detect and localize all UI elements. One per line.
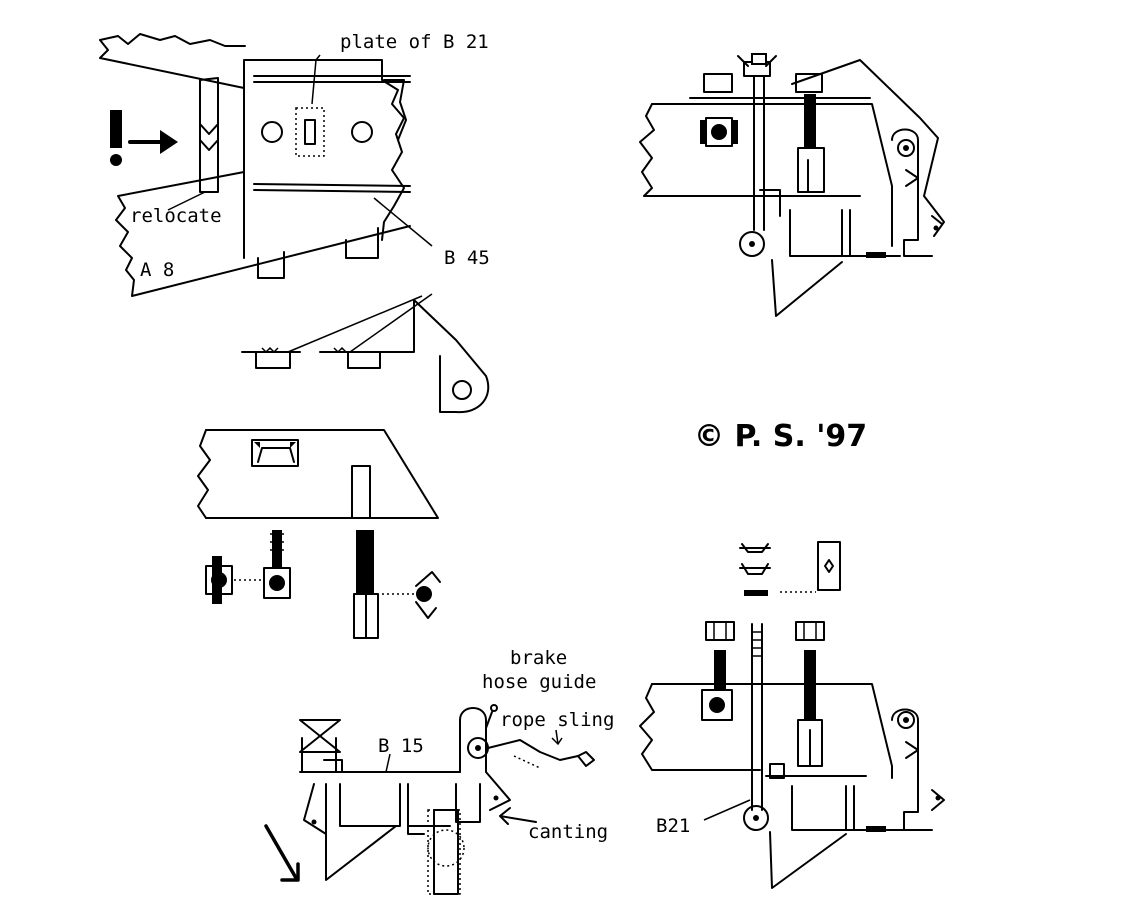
middle-left-frame	[197, 429, 441, 639]
plate-b21-outline	[295, 107, 325, 157]
label-plate-of-b21: plate of B 21	[340, 31, 489, 53]
label-b21: B21	[656, 815, 690, 837]
label-b45: B 45	[444, 247, 490, 269]
b45-detail	[241, 293, 490, 414]
label-a8: A 8	[140, 259, 174, 281]
label-relocate: relocate	[130, 205, 222, 227]
attention-icon	[110, 110, 122, 148]
label-b15: B 15	[378, 735, 424, 757]
label-canting: canting	[528, 821, 608, 843]
label-brake: brake	[510, 647, 567, 669]
hole-right	[351, 121, 373, 143]
label-rope-sling: rope sling	[500, 709, 614, 731]
bottom-left-assembly	[264, 704, 595, 895]
copyright-text: © P. S. '97	[694, 419, 867, 454]
relocate-bracket	[199, 77, 219, 193]
top-right-assembly	[639, 53, 945, 317]
label-hose-guide: hose guide	[482, 671, 596, 693]
arrow-right-icon	[160, 130, 178, 154]
hole	[452, 380, 472, 400]
bottom-right-assembly	[639, 541, 945, 889]
hole-left	[261, 121, 283, 143]
top-left-frame-view	[99, 33, 433, 297]
copyright-notice: © P. S. '97	[694, 419, 867, 454]
